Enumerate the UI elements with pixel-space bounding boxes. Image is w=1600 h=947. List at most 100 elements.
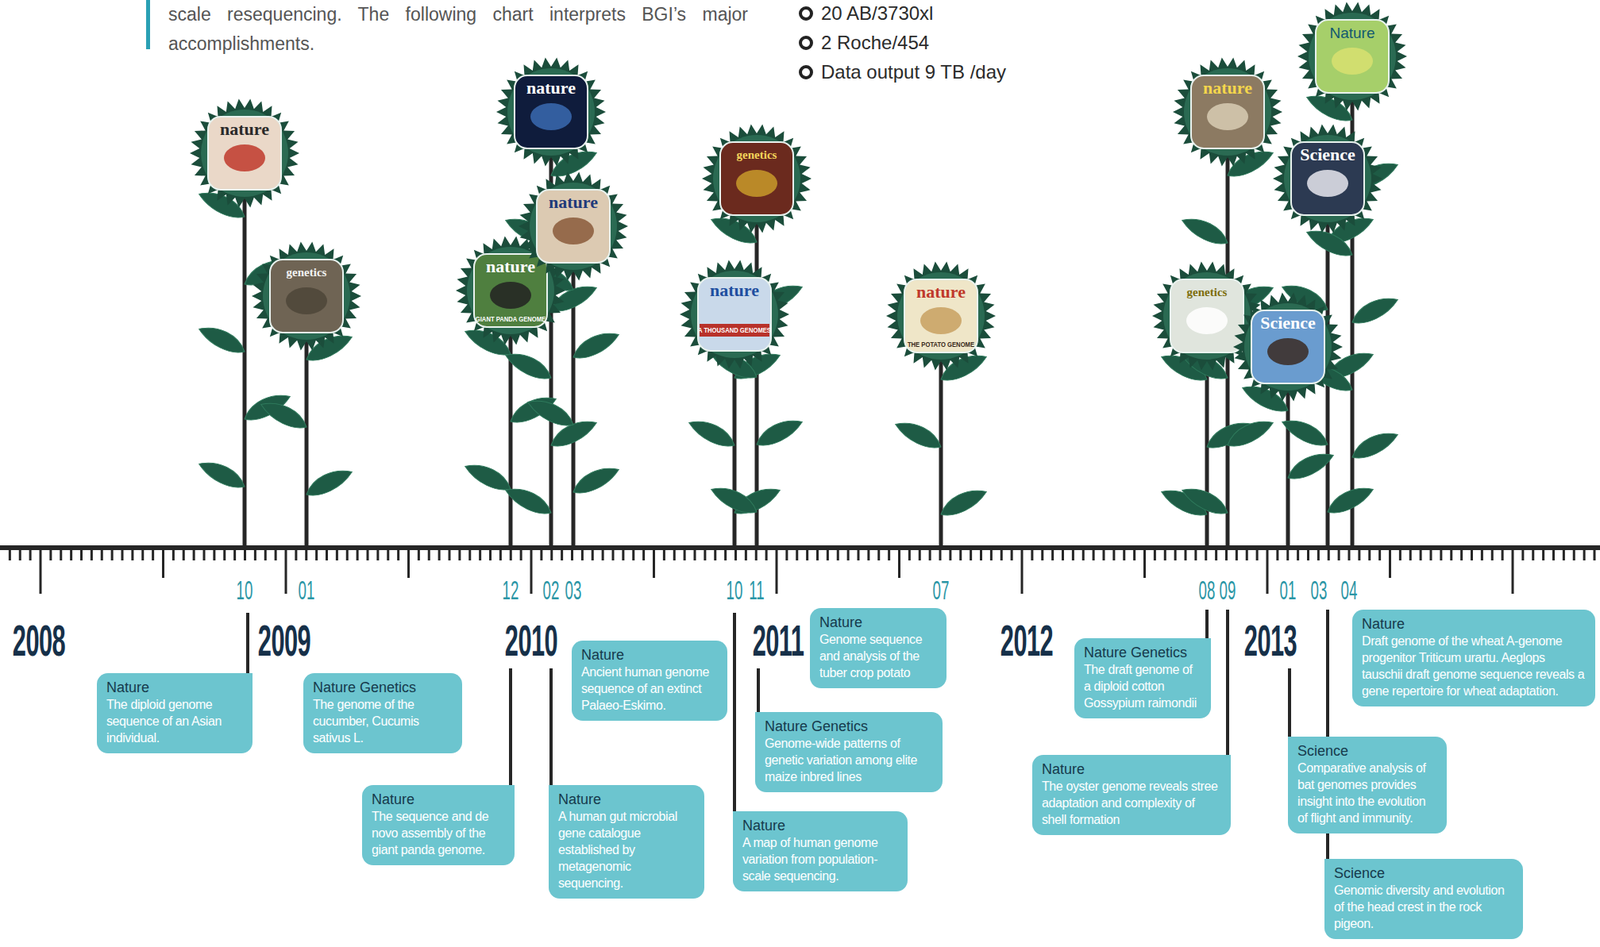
tick-mark (111, 547, 114, 561)
tick-mark (857, 547, 860, 561)
tick-mark (1040, 547, 1044, 561)
journal-cover (697, 277, 772, 351)
leaf (892, 420, 945, 451)
cover-picture (530, 103, 572, 131)
accomplishment-text: The draft genome of a diploid cotton Gos… (1083, 661, 1202, 712)
tick-mark (1368, 547, 1371, 561)
leaf (502, 351, 556, 382)
tick-mark (929, 547, 932, 561)
leader-line (732, 613, 737, 814)
tick-mark (121, 547, 124, 561)
cover-masthead: genetics (286, 266, 328, 279)
tick-mark (285, 547, 288, 594)
tick-mark (1388, 547, 1392, 579)
leaf (570, 331, 623, 361)
tick-mark (979, 547, 983, 561)
tick-mark (59, 547, 62, 561)
callout-box: Nature GeneticsGenome-wide patterns of g… (755, 712, 943, 793)
flower-petals (886, 261, 996, 371)
tick-mark (1092, 547, 1095, 561)
tick-mark (243, 547, 247, 561)
flower-ring (1183, 68, 1272, 156)
tick-mark (386, 547, 390, 561)
callout-box: Nature GeneticsThe genome of the cucumbe… (303, 673, 463, 754)
journal-cover (474, 254, 548, 328)
month-label: 08 (1199, 576, 1216, 604)
month-label: 03 (1310, 576, 1328, 604)
flower-ring (529, 182, 617, 270)
flower-ring (200, 109, 289, 197)
journal-name: Nature (742, 817, 899, 835)
tick-mark (887, 547, 891, 561)
tick-mark (918, 547, 922, 561)
tick-mark (550, 547, 553, 561)
sunflower (1233, 292, 1343, 401)
leaf (1349, 431, 1402, 461)
journal-name: Nature Genetics (764, 717, 934, 736)
callout-box: ScienceComparative analysis of bat genom… (1287, 736, 1447, 834)
journal-cover (1291, 142, 1365, 216)
cover-picture (1186, 307, 1228, 335)
tick-mark (570, 547, 574, 561)
tick-mark (581, 547, 584, 561)
tick-mark (530, 547, 533, 594)
leaf (502, 486, 556, 517)
tick-mark (1378, 547, 1381, 561)
tick-mark (1071, 547, 1075, 561)
tick-mark (1204, 547, 1207, 561)
tick-mark (744, 547, 748, 561)
tick-mark (1552, 547, 1555, 561)
tick-mark (1214, 547, 1218, 561)
tick-mark (151, 547, 155, 561)
tick-mark (805, 547, 809, 561)
cover-masthead: genetics (1187, 286, 1228, 299)
tick-mark (427, 547, 431, 561)
sunflower (1297, 1, 1408, 111)
tick-mark (304, 547, 308, 561)
tick-mark (468, 547, 471, 561)
leaf (1324, 485, 1377, 516)
tick-mark (1573, 547, 1576, 561)
accomplishment-text: Ancient human genome sequence of an exti… (581, 663, 718, 714)
tick-mark (274, 547, 278, 561)
tick-mark (1030, 547, 1034, 561)
journal-cover (514, 75, 588, 149)
tick-mark (489, 547, 492, 561)
journal-cover (1170, 279, 1244, 353)
cover-headline: A THOUSAND GENOMES (697, 327, 772, 335)
month-label: 01 (1280, 576, 1297, 604)
sunflower (886, 261, 996, 371)
tick-mark (1133, 547, 1136, 561)
year-label: 2013 (1244, 618, 1297, 664)
month-label: 02 (543, 576, 560, 604)
tick-mark (785, 547, 788, 561)
cover-masthead: nature (709, 281, 760, 300)
leader-line (246, 613, 250, 675)
callout-box: NatureA human gut microbial gene catalog… (548, 785, 705, 899)
flower-petals (1172, 57, 1283, 166)
tick-mark (734, 547, 737, 561)
tick-mark (1143, 547, 1146, 579)
journal-name: Nature (819, 613, 937, 632)
flower-ring (1283, 134, 1372, 223)
tick-mark (795, 547, 799, 561)
journal-name: Nature (1041, 760, 1222, 779)
accomplishment-text: Draft genome of the wheat A-genome proge… (1361, 632, 1586, 700)
callout-box: NatureAncient human genome sequence of a… (571, 640, 728, 721)
callout-box: Nature GeneticsThe draft genome of a dip… (1074, 638, 1211, 719)
journal-cover (208, 116, 282, 190)
month-label: 01 (298, 576, 316, 604)
leaf (196, 460, 249, 490)
leader-line (508, 668, 513, 787)
tick-mark (29, 547, 32, 561)
tick-mark (765, 547, 768, 561)
accomplishment-text: A human gut microbial gene catalogue est… (558, 808, 695, 892)
tick-mark (560, 547, 563, 561)
accomplishment-text: Genome sequence and analysis of the tube… (819, 631, 937, 682)
flower-ring (713, 134, 801, 223)
tick-mark (1399, 547, 1402, 561)
tick-mark (233, 547, 236, 561)
journal-name: Nature (558, 790, 695, 809)
tick-mark (836, 547, 840, 561)
tick-mark (1286, 547, 1289, 561)
